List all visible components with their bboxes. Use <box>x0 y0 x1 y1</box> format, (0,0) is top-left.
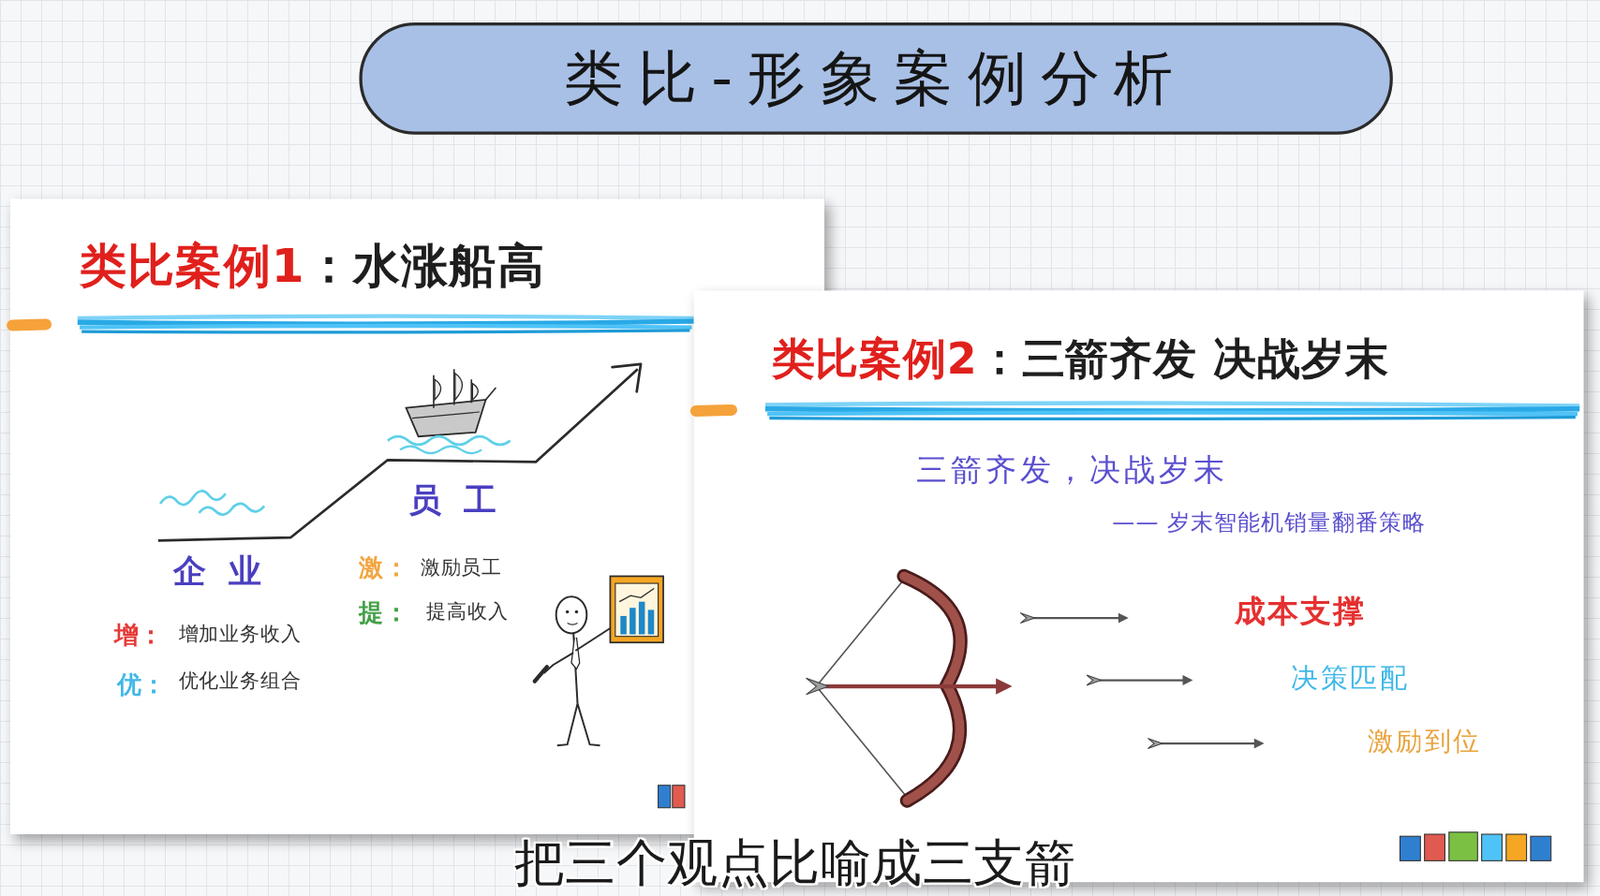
slide-heading: ：三箭齐发 决战岁末 <box>977 333 1390 386</box>
subtitle-text: —— 岁末智能机销量翻番策略 <box>1111 510 1425 538</box>
slide-heading: 类比案例1 <box>79 237 306 295</box>
slide-panel: 类比案例2：三箭齐发 决战岁末三箭齐发，决战岁末 —— 岁末智能机销量翻番策略成本… <box>694 290 1585 883</box>
heading-row: 类比案例1：水涨船高 <box>79 237 546 295</box>
title-text: 类比-形象案例分析 <box>563 43 1187 115</box>
subtitle-caption: 把三个观点比喻成三支箭 <box>0 832 1590 894</box>
key-letter: 增： <box>114 621 163 651</box>
slogan-text: 三箭齐发，决战岁末 <box>916 452 1229 489</box>
note-text: 增加业务收入 <box>178 622 302 646</box>
arrow-label: 激励到位 <box>1367 725 1482 757</box>
level-label: 企业 <box>173 551 284 592</box>
key-letter: 优： <box>117 670 166 700</box>
slide-heading: ：水涨船高 <box>305 237 546 295</box>
note-text: 提高收入 <box>426 600 508 624</box>
key-letter: 提： <box>358 598 408 628</box>
title-pill: 类比-形象案例分析 <box>358 22 1393 135</box>
note-text: 激励员工 <box>420 556 503 580</box>
arrow-label: 决策匹配 <box>1290 662 1409 696</box>
level-label: 员工 <box>408 480 519 520</box>
heading-row: 类比案例2：三箭齐发 决战岁末 <box>771 333 1390 386</box>
slide-heading: 类比案例2 <box>771 333 978 386</box>
note-text: 优化业务组合 <box>178 669 302 694</box>
key-letter: 激： <box>358 553 408 583</box>
arrow-label: 成本支撑 <box>1234 593 1365 631</box>
